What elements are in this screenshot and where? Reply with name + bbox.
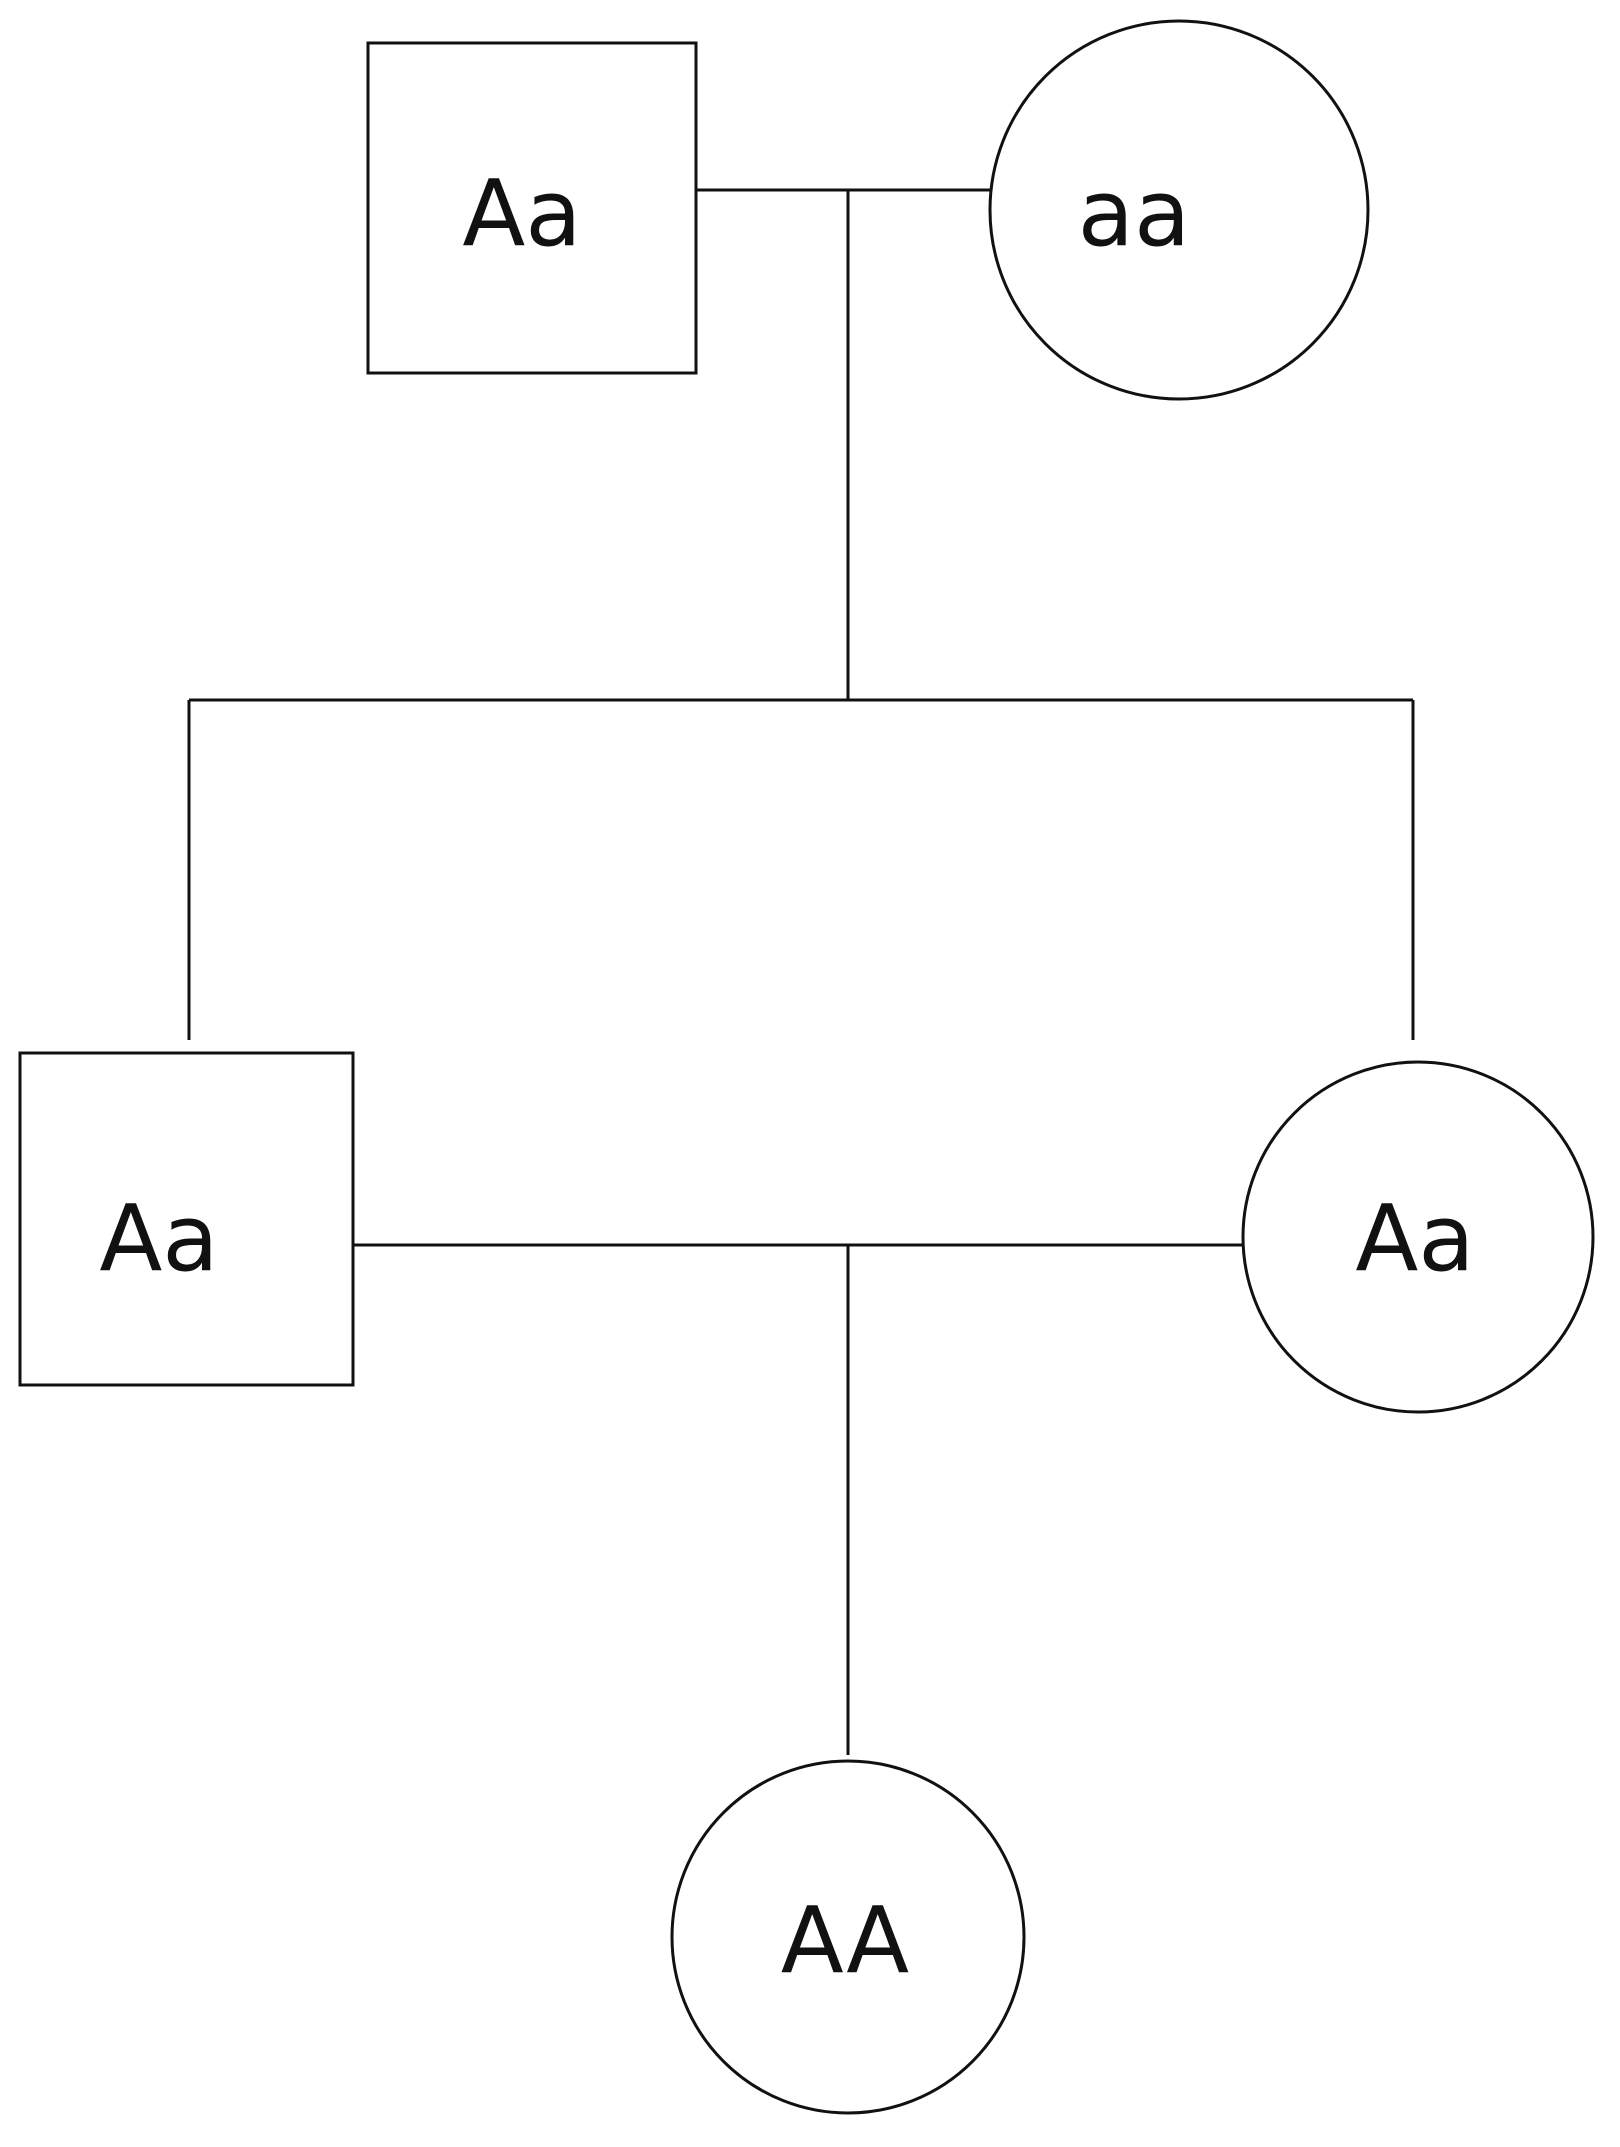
father-genotype: Aa <box>462 160 581 267</box>
father-generation-1: Aa <box>366 41 698 375</box>
daughter-genotype: Aa <box>1355 1185 1474 1292</box>
male-square-symbol <box>366 41 698 375</box>
mother-genotype: aa <box>1078 160 1191 267</box>
son-genotype: Aa <box>99 1185 218 1292</box>
male-square-symbol <box>18 1051 355 1387</box>
female-circle-symbol <box>1241 1060 1595 1414</box>
female-circle-symbol <box>988 19 1370 401</box>
mother-generation-1: aa <box>988 19 1370 401</box>
son-generation-2: Aa <box>18 1051 355 1387</box>
granddaughter-generation-3: AA <box>670 1759 1026 2115</box>
female-circle-symbol <box>670 1759 1026 2115</box>
granddaughter-genotype: AA <box>781 1887 909 1994</box>
daughter-generation-2: Aa <box>1241 1060 1595 1414</box>
